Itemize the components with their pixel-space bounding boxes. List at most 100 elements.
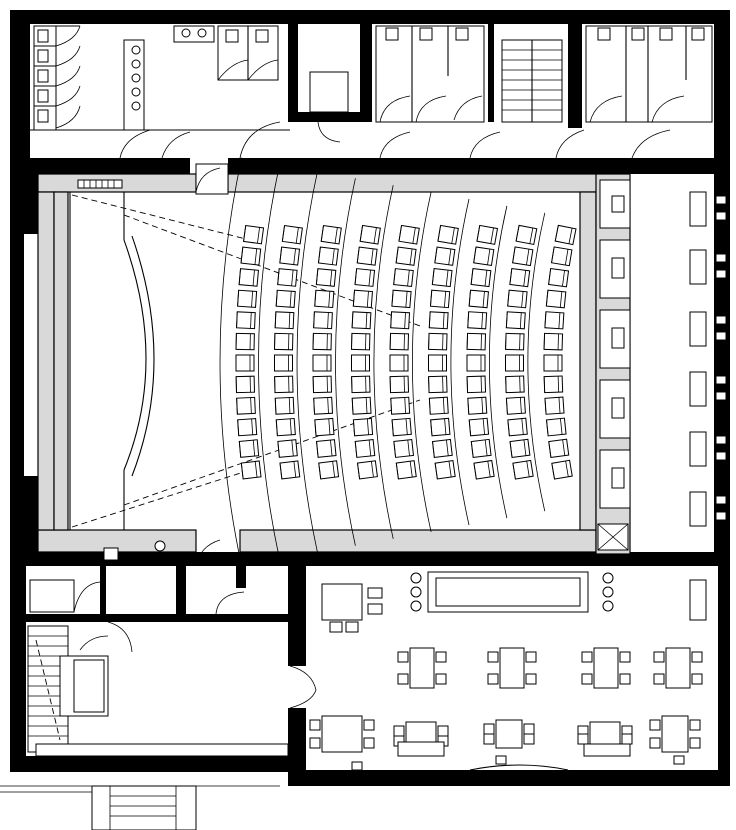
seat: [313, 311, 333, 330]
seat: [352, 289, 373, 309]
chair: [673, 755, 685, 765]
seat: [504, 354, 525, 372]
seat: [277, 268, 298, 287]
seat: [312, 375, 333, 394]
seat: [467, 311, 488, 330]
seat: [467, 396, 488, 415]
seat: [548, 438, 570, 459]
seat: [551, 459, 573, 480]
seat: [550, 246, 573, 267]
row-curve: [296, 171, 318, 553]
chair: [351, 761, 363, 771]
seat: [545, 417, 567, 437]
seat: [398, 224, 420, 245]
seat: [505, 375, 525, 394]
seat: [237, 418, 258, 437]
row-curve: [412, 192, 432, 532]
seat: [318, 460, 340, 480]
stairwell-top: [501, 39, 563, 123]
bench-end: [715, 253, 727, 263]
seat: [428, 332, 448, 351]
seat: [543, 354, 563, 372]
bench-end: [715, 375, 727, 385]
seat: [390, 396, 411, 415]
seat: [548, 267, 570, 288]
seat: [395, 460, 417, 480]
seat: [313, 396, 334, 415]
bench-end: [715, 195, 727, 205]
seat: [351, 375, 371, 394]
seat: [470, 438, 492, 458]
bench: [689, 311, 707, 347]
dining-table: [483, 719, 535, 749]
seat: [468, 417, 490, 437]
cafe: [289, 571, 707, 779]
seat: [476, 224, 499, 245]
seat: [505, 311, 526, 330]
seat: [437, 224, 459, 245]
seat: [393, 438, 415, 458]
seat: [354, 439, 376, 458]
seat: [429, 289, 451, 309]
toilet-block-right: [555, 25, 713, 159]
seat: [354, 268, 376, 287]
bench-end: [715, 315, 727, 325]
seat: [274, 332, 294, 351]
bench: [689, 371, 707, 407]
seat: [427, 354, 448, 372]
entrance-steps: [0, 785, 280, 830]
seat: [279, 246, 301, 266]
seat: [428, 375, 448, 394]
seat: [515, 224, 538, 246]
bench: [689, 191, 707, 227]
seat: [509, 438, 531, 458]
seat: [235, 332, 255, 351]
seat: [389, 375, 410, 394]
bench-end: [715, 451, 727, 461]
lower-left-rooms: [27, 539, 289, 757]
cafe-tables: [309, 647, 703, 771]
seat: [238, 439, 260, 458]
seat: [317, 246, 339, 266]
dining-table: [309, 715, 375, 753]
seat: [315, 439, 337, 458]
seat: [389, 354, 409, 372]
seat: [431, 438, 453, 458]
bench-end: [715, 211, 727, 221]
seat: [389, 332, 410, 351]
corridor-benches: [689, 191, 727, 527]
seat: [430, 417, 451, 437]
seat: [470, 268, 492, 288]
seat: [235, 375, 255, 394]
seat: [468, 289, 489, 309]
seat: [356, 246, 378, 266]
seat: [240, 460, 262, 480]
seat: [473, 459, 495, 480]
seat: [314, 289, 335, 309]
bench-end: [715, 435, 727, 445]
seat: [237, 289, 258, 308]
seat: [434, 460, 456, 480]
seat: [466, 375, 487, 394]
bench-end: [715, 391, 727, 401]
seat: [275, 289, 296, 308]
seat: [279, 460, 301, 480]
bench-end: [715, 331, 727, 341]
seat: [350, 332, 371, 351]
seat: [243, 224, 265, 245]
row-curve: [527, 212, 546, 512]
seat: [428, 311, 449, 330]
seat: [320, 224, 342, 245]
seat: [545, 289, 567, 309]
seat: [238, 268, 259, 287]
bench-end: [715, 269, 727, 279]
seat: [512, 246, 534, 267]
seat: [356, 460, 378, 480]
auditorium-seating: [219, 157, 577, 567]
seat: [507, 289, 528, 309]
seat: [554, 224, 577, 246]
stage: [69, 163, 421, 530]
seat: [315, 268, 337, 287]
seat: [473, 246, 495, 267]
seat: [312, 354, 332, 372]
